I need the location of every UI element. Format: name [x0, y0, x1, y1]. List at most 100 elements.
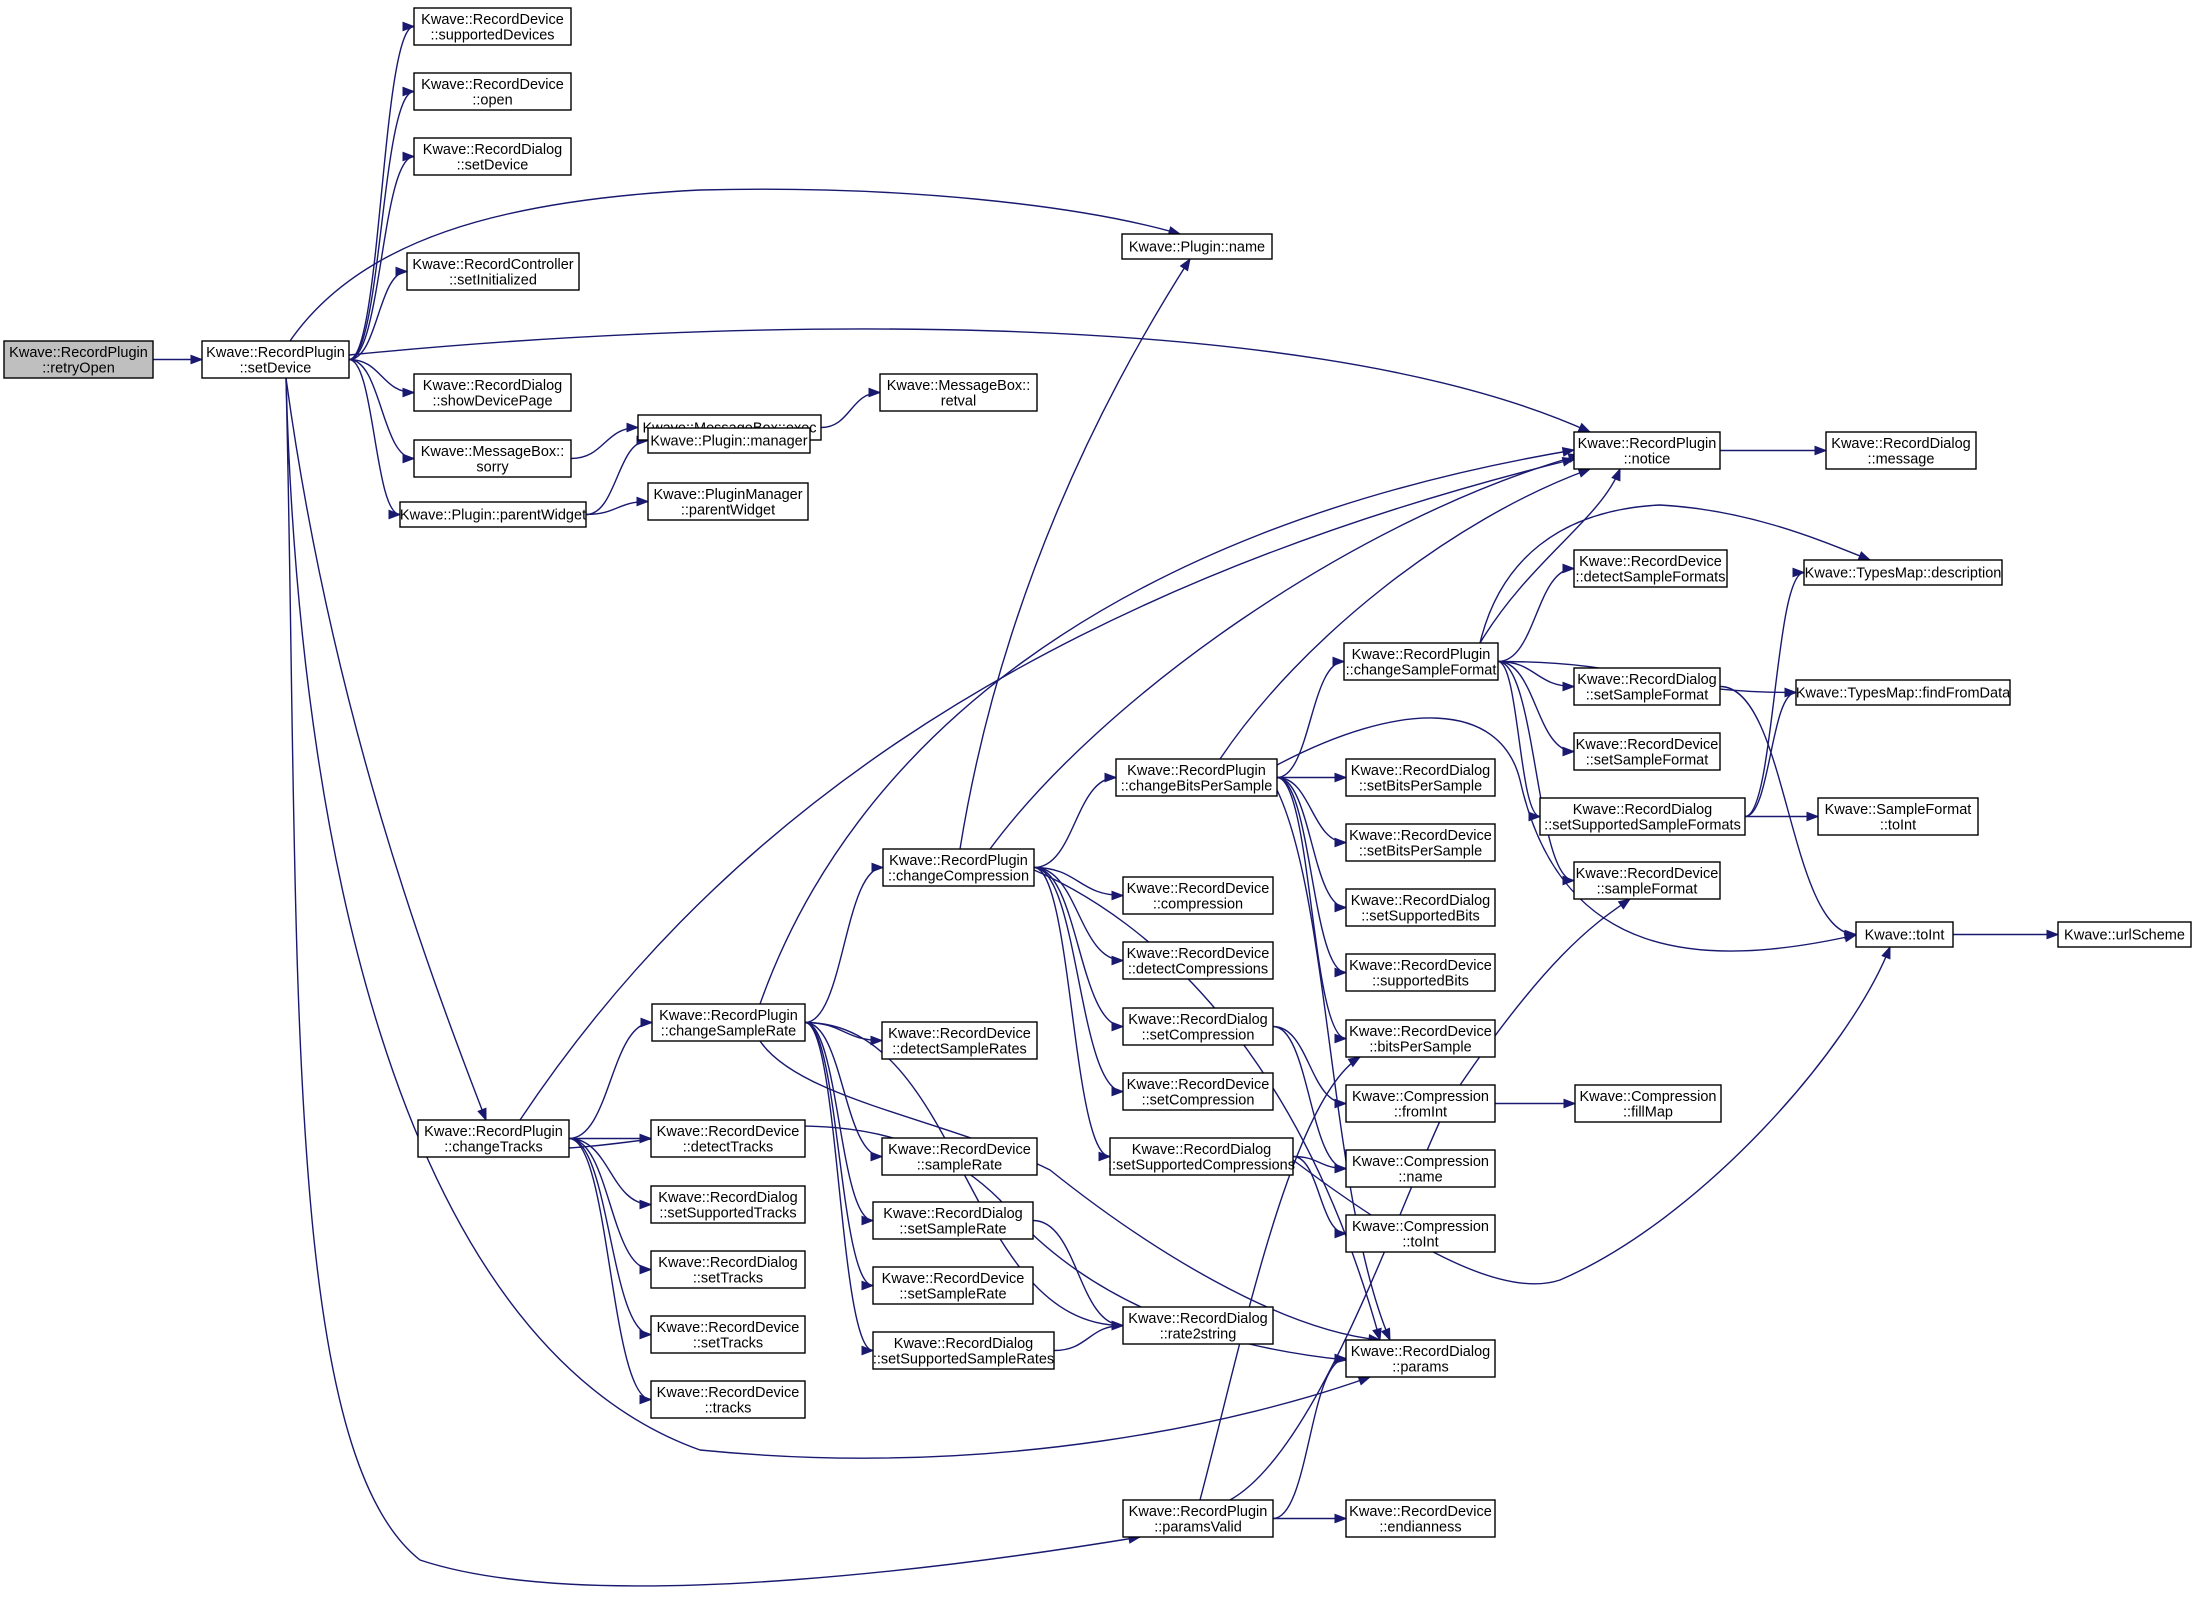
- node-change-tracks[interactable]: Kwave::RecordPlugin::changeTracks: [417, 1119, 570, 1158]
- node-label: Kwave::Compression: [1352, 1154, 1489, 1170]
- node-change-bits-per-sample[interactable]: Kwave::RecordPlugin::changeBitsPerSample: [1115, 758, 1278, 797]
- node-dlg-set-tracks[interactable]: Kwave::RecordDialog::setTracks: [650, 1250, 806, 1289]
- node-label: ::compression: [1153, 896, 1243, 912]
- node-detect-compressions[interactable]: Kwave::RecordDevice::detectCompressions: [1122, 941, 1274, 980]
- edge-changeSampleRate-to-changeCompression: [804, 862, 885, 1024]
- node-set-supported-tracks[interactable]: Kwave::RecordDialog::setSupportedTracks: [650, 1185, 806, 1224]
- node-sf-to-int[interactable]: Kwave::SampleFormat::toInt: [1817, 797, 1979, 836]
- node-show-device-page[interactable]: Kwave::RecordDialog::showDevicePage: [413, 373, 572, 412]
- edge-line: [1497, 660, 1541, 818]
- node-box: [872, 1201, 1034, 1240]
- arrow-head: [402, 387, 416, 398]
- edge-sorry-to-exec: [570, 422, 640, 460]
- node-fill-map[interactable]: Kwave::Compression::fillMap: [1574, 1084, 1722, 1123]
- arrow-head: [639, 1133, 653, 1144]
- node-plugin-name[interactable]: Kwave::Plugin::name: [1121, 233, 1273, 260]
- arrow-head: [402, 151, 416, 162]
- node-change-sample-format[interactable]: Kwave::RecordPlugin::changeSampleFormat: [1343, 642, 1499, 681]
- node-comp-to-int[interactable]: Kwave::Compression::toInt: [1345, 1214, 1496, 1253]
- node-label: ::setBitsPerSample: [1359, 778, 1482, 794]
- node-to-int[interactable]: Kwave::toInt: [1855, 921, 1954, 948]
- edge-setSupportedCompressions-to-compName: [1292, 1155, 1348, 1174]
- arrow-head: [1111, 890, 1125, 901]
- edge-changeSampleFormat-to-notice: [1479, 467, 1621, 644]
- arrow-head: [1577, 468, 1592, 478]
- arrow-head: [1562, 563, 1576, 574]
- node-params[interactable]: Kwave::RecordDialog::params: [1345, 1339, 1496, 1378]
- edge-changeTracks-to-devSetTracks: [568, 1137, 653, 1340]
- arrow-head: [1792, 567, 1806, 578]
- node-from-int[interactable]: Kwave::Compression::fromInt: [1345, 1084, 1496, 1123]
- node-params-valid[interactable]: Kwave::RecordPlugin::paramsValid: [1122, 1499, 1274, 1538]
- node-retry-open[interactable]: Kwave::RecordPlugin::retryOpen: [3, 340, 154, 379]
- node-url-scheme[interactable]: Kwave::urlScheme: [2057, 921, 2192, 948]
- node-find-from-data[interactable]: Kwave::TypesMap::findFromData: [1795, 679, 2011, 706]
- node-set-device[interactable]: Kwave::RecordPlugin::setDevice: [201, 340, 350, 379]
- edge-setDevice-to-parentWidget: [348, 358, 402, 520]
- node-detect-tracks[interactable]: Kwave::RecordDevice::detectTracks: [650, 1119, 806, 1158]
- node-label: ::retryOpen: [42, 360, 115, 376]
- node-dlg-set-device[interactable]: Kwave::RecordDialog::setDevice: [413, 137, 572, 176]
- node-message[interactable]: Kwave::RecordDialog::message: [1825, 431, 1977, 470]
- node-box: [1122, 1007, 1274, 1046]
- node-label: ::detectSampleFormats: [1576, 569, 1726, 585]
- node-set-supported-compressions[interactable]: Kwave::RecordDialog::setSupportedCompres…: [1108, 1137, 1295, 1176]
- node-set-supported-sample-formats[interactable]: Kwave::RecordDialog::setSupportedSampleF…: [1539, 797, 1746, 836]
- node-comp-name[interactable]: Kwave::Compression::name: [1345, 1149, 1496, 1188]
- node-box: [879, 373, 1038, 412]
- node-open[interactable]: Kwave::RecordDevice::open: [413, 72, 572, 111]
- node-label: ::setSampleRate: [899, 1221, 1006, 1237]
- node-box: [1573, 861, 1721, 900]
- node-retval[interactable]: Kwave::MessageBox::retval: [879, 373, 1038, 412]
- node-detect-sample-formats[interactable]: Kwave::RecordDevice::detectSampleFormats: [1573, 549, 1728, 588]
- node-set-supported-bits[interactable]: Kwave::RecordDialog::setSupportedBits: [1345, 888, 1496, 927]
- node-sample-format[interactable]: Kwave::RecordDevice::sampleFormat: [1573, 861, 1721, 900]
- arrow-head: [640, 1017, 654, 1028]
- node-rate2string[interactable]: Kwave::RecordDialog::rate2string: [1122, 1306, 1274, 1345]
- node-endianness[interactable]: Kwave::RecordDevice::endianness: [1345, 1499, 1496, 1538]
- node-supported-bits[interactable]: Kwave::RecordDevice::supportedBits: [1345, 953, 1496, 992]
- edge-line: [568, 1137, 652, 1271]
- node-label: ::setDevice: [457, 157, 529, 173]
- node-label: Kwave::RecordDialog: [1351, 1344, 1490, 1360]
- node-dlg-set-compression[interactable]: Kwave::RecordDialog::setCompression: [1122, 1007, 1274, 1046]
- arrow-head: [1334, 1033, 1348, 1044]
- node-dev-compression[interactable]: Kwave::RecordDevice::compression: [1122, 876, 1274, 915]
- node-change-sample-rate[interactable]: Kwave::RecordPlugin::changeSampleRate: [651, 1003, 806, 1042]
- node-parent-widget[interactable]: Kwave::Plugin::parentWidget: [399, 501, 587, 528]
- node-box: [882, 848, 1035, 887]
- node-box: [1345, 1019, 1496, 1058]
- arrow-head: [1334, 1353, 1348, 1364]
- node-bits-per-sample[interactable]: Kwave::RecordDevice::bitsPerSample: [1345, 1019, 1496, 1058]
- node-dlg-set-bits-per-sample[interactable]: Kwave::RecordDialog::setBitsPerSample: [1345, 758, 1496, 797]
- node-dev-set-tracks[interactable]: Kwave::RecordDevice::setTracks: [650, 1315, 806, 1354]
- node-set-supported-sample-rates[interactable]: Kwave::RecordDialog::setSupportedSampleR…: [872, 1331, 1055, 1370]
- node-set-initialized[interactable]: Kwave::RecordController::setInitialized: [406, 252, 580, 291]
- node-dev-set-sample-rate[interactable]: Kwave::RecordDevice::setSampleRate: [872, 1266, 1034, 1305]
- arrow-head: [861, 1345, 875, 1356]
- node-label: Kwave::RecordDevice: [1349, 958, 1492, 974]
- node-pm-parent-widget[interactable]: Kwave::PluginManager::parentWidget: [647, 482, 809, 521]
- node-detect-sample-rates[interactable]: Kwave::RecordDevice::detectSampleRates: [881, 1021, 1038, 1060]
- node-supported-devices[interactable]: Kwave::RecordDevice::supportedDevices: [413, 7, 572, 46]
- node-dlg-set-sample-rate[interactable]: Kwave::RecordDialog::setSampleRate: [872, 1201, 1034, 1240]
- node-dlg-set-sample-format[interactable]: Kwave::RecordDialog::setSampleFormat: [1573, 667, 1721, 706]
- node-change-compression[interactable]: Kwave::RecordPlugin::changeCompression: [882, 848, 1035, 887]
- node-description[interactable]: Kwave::TypesMap::description: [1803, 559, 2003, 586]
- node-box: [647, 482, 809, 521]
- node-tracks[interactable]: Kwave::RecordDevice::tracks: [650, 1380, 806, 1419]
- node-label: Kwave::RecordDevice: [882, 1271, 1025, 1287]
- node-notice[interactable]: Kwave::RecordPlugin::notice: [1573, 431, 1721, 470]
- node-box: [413, 439, 572, 478]
- node-sample-rate[interactable]: Kwave::RecordDevice::sampleRate: [881, 1137, 1038, 1176]
- node-dev-set-bits-per-sample[interactable]: Kwave::RecordDevice::setBitsPerSample: [1345, 823, 1496, 862]
- edge-changeSampleRate-to-devSetSampleRate: [804, 1021, 875, 1291]
- arrow-head: [870, 1151, 884, 1162]
- edge-changeTracks-to-dlgSetTracks: [568, 1137, 653, 1275]
- node-manager[interactable]: Kwave::Plugin::manager: [647, 427, 811, 454]
- edge-paramsValid-to-endianness: [1272, 1513, 1348, 1524]
- node-dev-set-sample-format[interactable]: Kwave::RecordDevice::setSampleFormat: [1573, 732, 1721, 771]
- node-sorry[interactable]: Kwave::MessageBox::sorry: [413, 439, 572, 478]
- arrow-head: [1380, 1327, 1391, 1342]
- node-dev-set-compression[interactable]: Kwave::RecordDevice::setCompression: [1122, 1072, 1274, 1111]
